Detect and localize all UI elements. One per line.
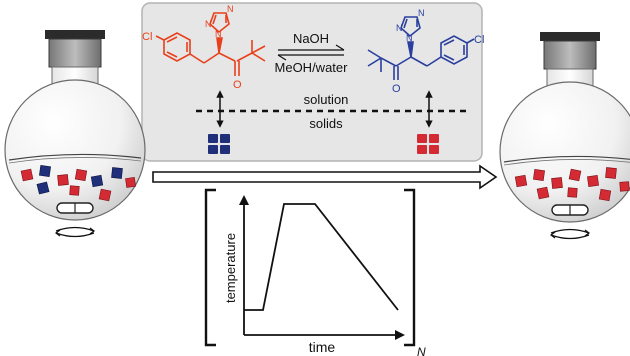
solids-phase-label: solids <box>309 116 343 131</box>
left-flask-crystals <box>20 165 136 202</box>
right-rotation-icon <box>550 228 590 240</box>
left-chain-bond <box>203 52 220 64</box>
right-triazole-n1-label: N <box>406 33 413 43</box>
left-molecule-labels: Cl O N N N <box>142 4 242 91</box>
right-flask <box>499 32 630 240</box>
right-tbutyl-bond <box>367 49 382 59</box>
y-axis-label: temperature <box>223 233 238 303</box>
reaction-panel-background <box>141 2 483 162</box>
right-molecule-labels: Cl O N N N <box>392 8 484 95</box>
right-triazole-ring <box>400 16 421 38</box>
right-chain-bond <box>410 56 428 67</box>
reverse-arrow-barb <box>277 54 287 61</box>
reaction-panel: Cl O N N N NaOH MeOH/water <box>141 2 484 162</box>
left-chain-bond <box>218 52 236 62</box>
left-triazole-n1-label: N <box>215 29 222 39</box>
left-chain-bond <box>189 53 205 64</box>
left-ring-double-bond <box>166 51 178 58</box>
left-flask-liquid-surface <box>8 153 142 161</box>
left-bracket <box>204 188 216 347</box>
process-arrow <box>152 164 498 190</box>
right-chain-bond <box>395 56 412 67</box>
conditions-label: MeOH/water <box>275 60 349 75</box>
right-chain-bond <box>380 57 397 67</box>
left-triazole-ring <box>209 12 230 34</box>
left-ketone-oxygen-label: O <box>233 79 242 91</box>
right-flask-cap <box>540 32 600 41</box>
right-chain-bond <box>426 56 442 67</box>
left-flask-liquid-surface <box>8 157 142 164</box>
blue-crystal-icon <box>208 134 230 154</box>
left-ring-double-bond <box>166 36 178 43</box>
repeat-count-label: N <box>417 345 426 356</box>
y-axis-arrowhead <box>239 195 249 205</box>
right-chloro-label: Cl <box>474 34 484 46</box>
left-stereo-wedge <box>216 37 223 54</box>
left-rotation-icon <box>55 226 95 238</box>
temperature-profile-plot: N temperature time <box>204 188 426 356</box>
x-axis-arrowhead <box>395 330 405 340</box>
right-bracket <box>404 188 416 347</box>
left-chloro-bond <box>155 35 165 41</box>
right-ring-double-bond <box>443 54 455 61</box>
left-flask-stopper <box>48 38 102 68</box>
left-flask-cap <box>45 30 105 39</box>
right-flask-liquid-surface <box>503 159 630 166</box>
right-triazole-n2-label: N <box>396 23 403 33</box>
left-molecule <box>155 12 266 76</box>
forward-arrow-barb <box>335 44 345 51</box>
solution-phase-label: solution <box>304 92 349 107</box>
left-tbutyl-bond <box>251 52 266 62</box>
right-triazole-n3-label: N <box>418 8 425 18</box>
x-axis-label: time <box>309 339 336 355</box>
right-flask-body <box>499 81 630 223</box>
right-flask-crystals <box>514 167 630 202</box>
temperature-profile-line <box>244 203 399 311</box>
right-ketone-oxygen-label: O <box>392 83 401 95</box>
left-flask <box>4 30 146 238</box>
left-triazole-n2-label: N <box>205 19 212 29</box>
equilibrium-arrows: NaOH MeOH/water <box>275 31 349 75</box>
left-triazole-n3-label: N <box>227 4 234 14</box>
left-chain-bond <box>236 52 253 62</box>
right-tbutyl-bond <box>367 57 382 67</box>
right-flask-liquid-surface <box>503 155 630 163</box>
right-ring-double-bond <box>443 39 455 46</box>
left-triazole-double-bond <box>212 14 217 25</box>
right-molecule <box>367 16 475 80</box>
left-chloro-label: Cl <box>142 31 152 43</box>
right-flask-stopper <box>543 40 597 70</box>
right-chloro-bond <box>466 38 475 44</box>
right-stereo-wedge <box>407 41 414 58</box>
left-flask-body <box>4 79 146 221</box>
left-tbutyl-bond <box>251 45 266 54</box>
red-crystal-icon <box>417 134 439 154</box>
right-triazole-double-bond <box>403 18 408 29</box>
reagent-label: NaOH <box>293 31 329 46</box>
